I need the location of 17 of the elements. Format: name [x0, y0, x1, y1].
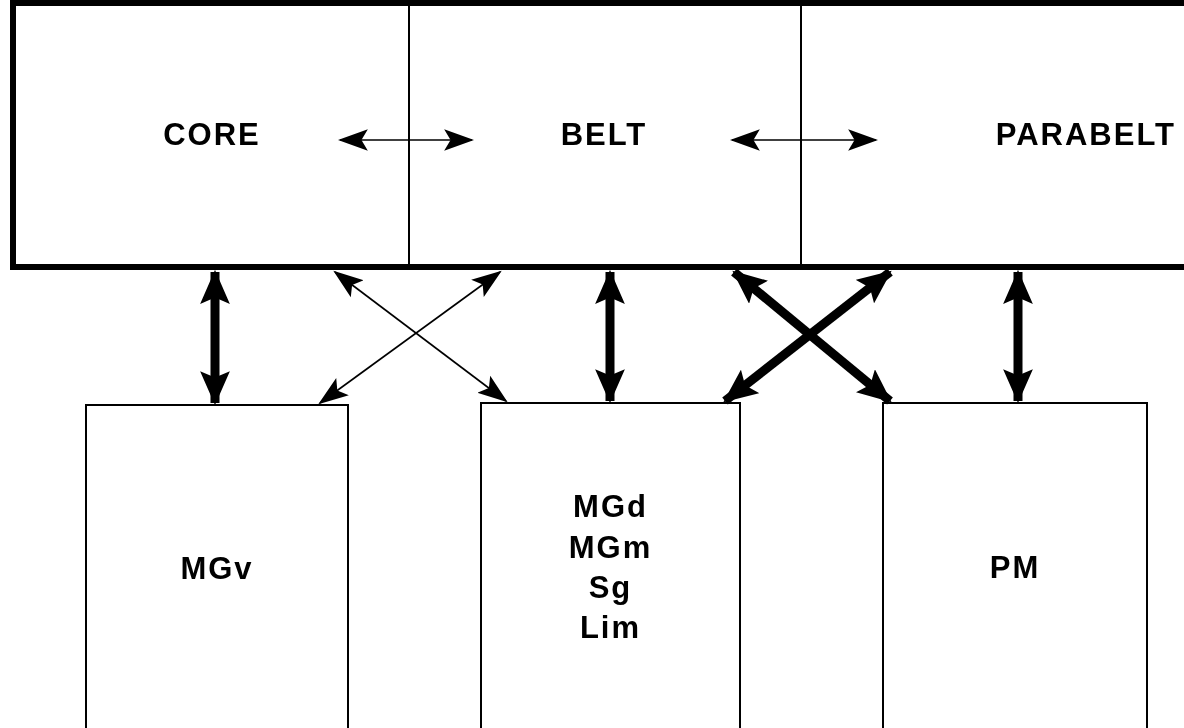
- area-box: [480, 402, 741, 728]
- area-label: CORE: [163, 115, 261, 154]
- area-label: PM: [989, 548, 1041, 587]
- area-label: PARABELT: [995, 115, 1176, 154]
- double-arrow: [337, 129, 475, 151]
- region-cell: [10, 0, 410, 270]
- area-label: MGv: [180, 549, 254, 588]
- area-box: [85, 404, 349, 728]
- area-label: MGd MGm Sg Lim: [567, 488, 654, 648]
- double-arrow: [729, 129, 879, 151]
- double-arrow: [200, 269, 230, 406]
- region-cell: [800, 0, 1184, 270]
- area-label: BELT: [560, 115, 648, 154]
- double-arrow: [1003, 269, 1033, 404]
- double-arrow: [595, 269, 625, 404]
- area-box: [882, 402, 1148, 728]
- region-cell: [408, 0, 802, 270]
